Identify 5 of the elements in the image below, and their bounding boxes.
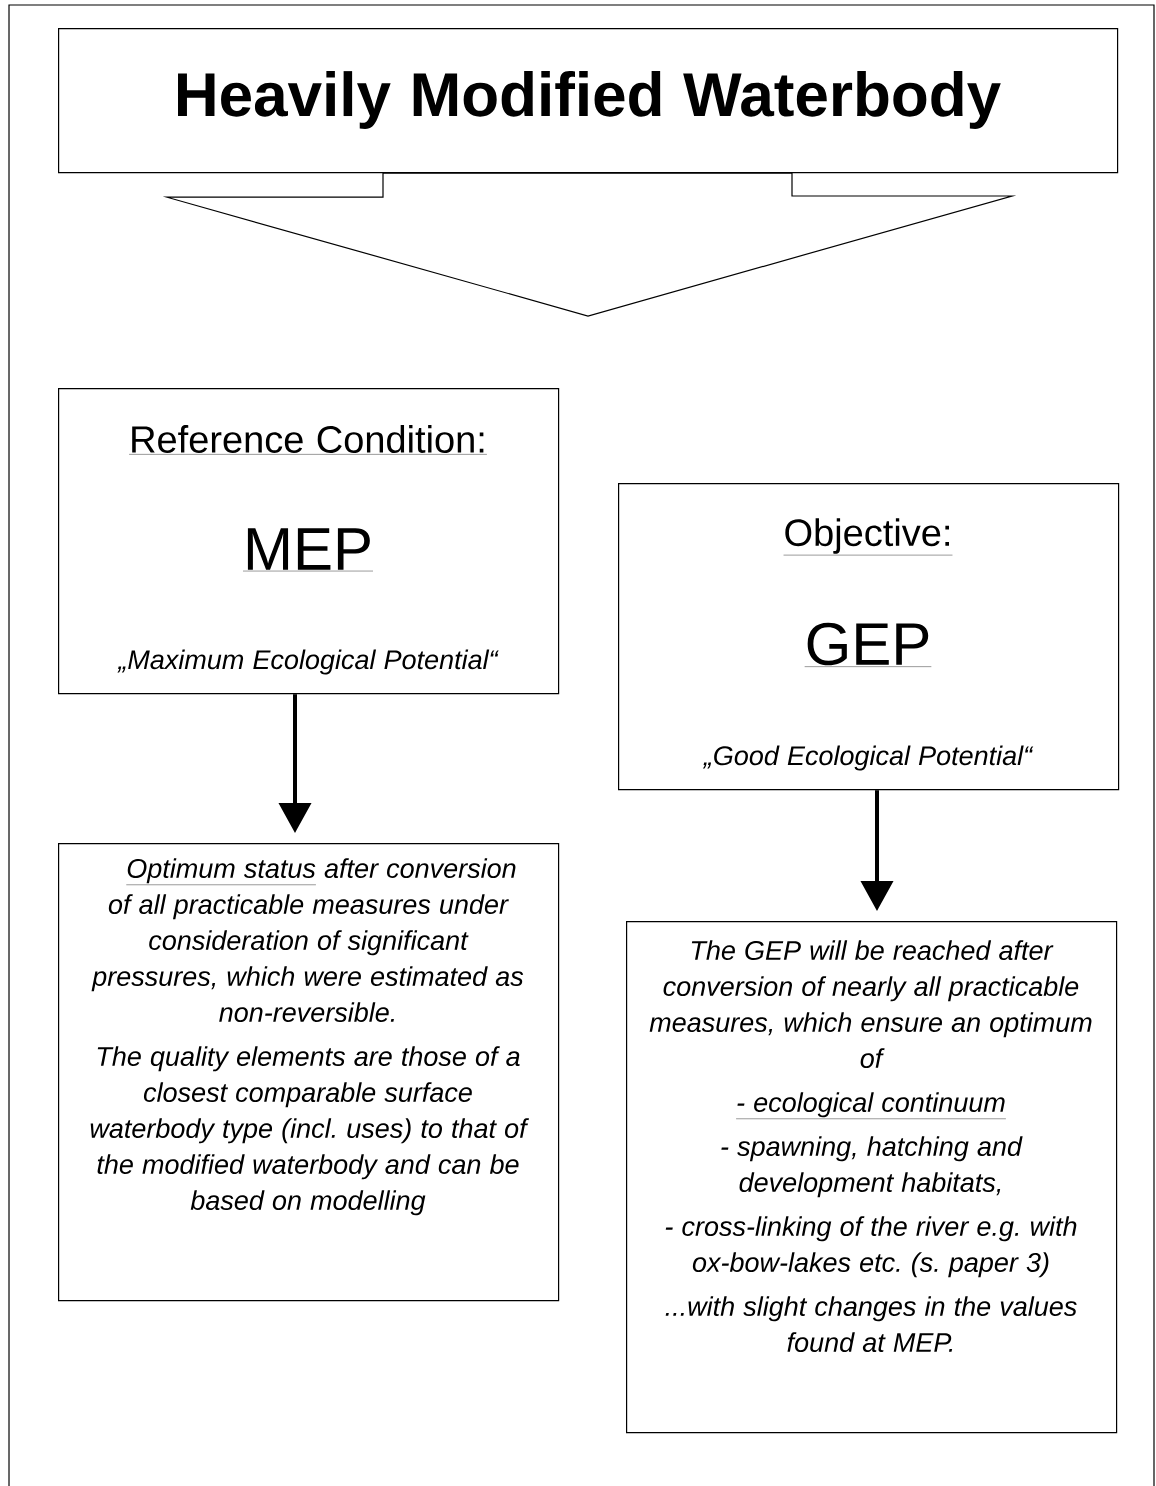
description-box: The GEP will be reached after conversion of nearly all practicable measures, which ensure an optimum of - ecological continuum - spawning, hatching and development habitats, - cross-linking of the river e.g. with ox-bow-lakes etc. (s. paper 3) ...with slight changes in the values found at MEP. [626, 921, 1118, 1434]
objective-box: Objective: GEP „Good Ecological Potential“ [618, 483, 1120, 791]
reference-box: Reference Condition: MEP „Maximum Ecological Potential“ [58, 388, 560, 695]
description-box: Optimum status after conversion of all practicable measures under consideration of significant pressures, which were estimated as non-reversible. The quality elements are those of a closest comparable surface waterbody type (incl. uses) to that of the modified waterbody and can be based on modelling [58, 843, 560, 1302]
title-box: Heavily Modified Waterbody [58, 28, 1119, 174]
